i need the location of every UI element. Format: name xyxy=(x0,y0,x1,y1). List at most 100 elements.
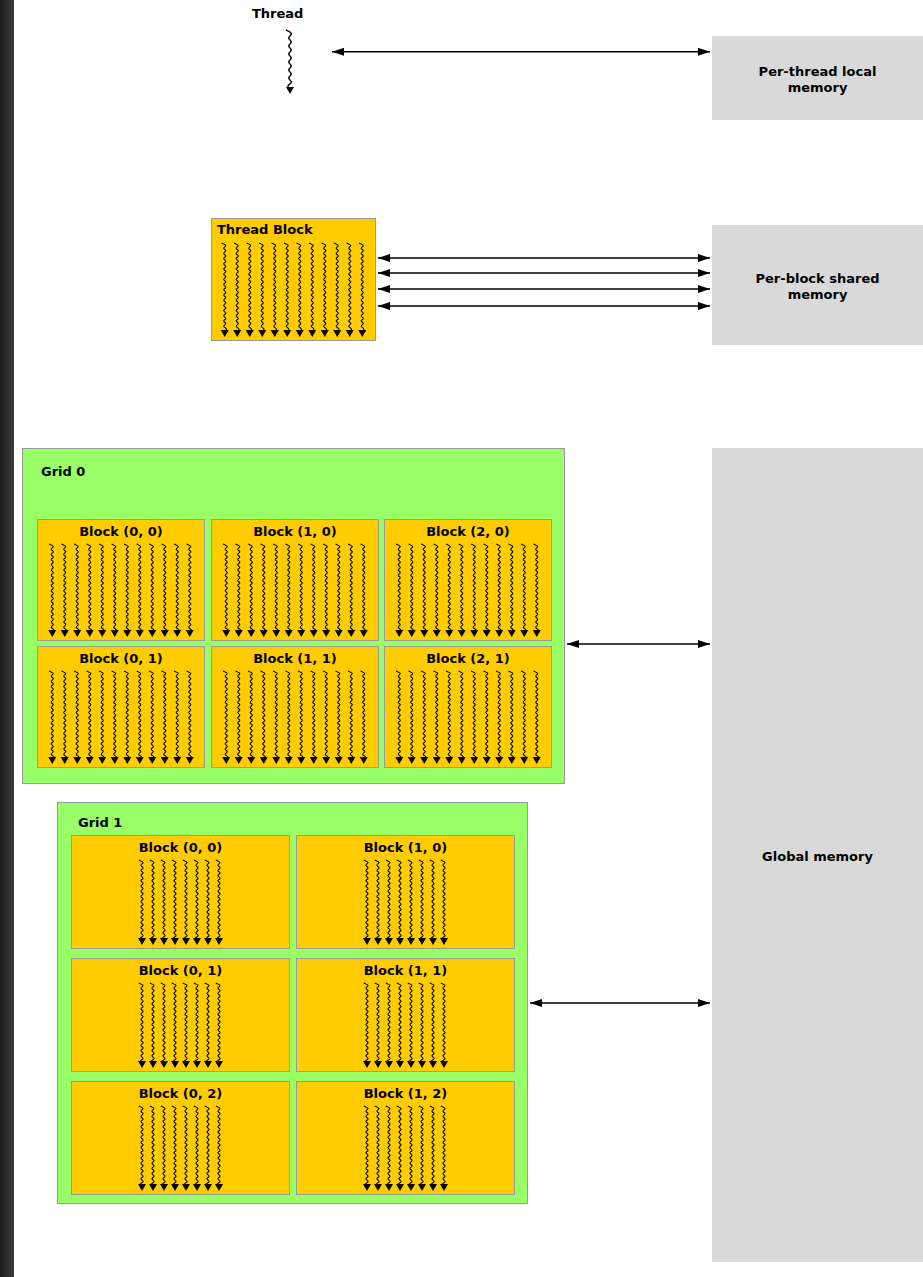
thread-arrowhead xyxy=(136,630,144,637)
thread-arrowhead xyxy=(395,630,403,637)
thread-arrowhead xyxy=(221,330,229,337)
thread-squiggle xyxy=(323,671,328,759)
thread-squiggle xyxy=(216,983,220,1063)
thread-squiggle xyxy=(150,1106,154,1186)
thread-squiggle xyxy=(194,1106,198,1186)
thread-arrowhead xyxy=(407,1061,415,1068)
thread-arrowhead xyxy=(374,938,382,945)
thread-arrowhead xyxy=(385,1184,393,1191)
thread-squiggle xyxy=(364,1106,368,1186)
thread-squiggle xyxy=(172,983,176,1063)
thread-arrowhead xyxy=(445,630,453,637)
thread-arrowhead xyxy=(495,757,503,764)
thread-squiggle xyxy=(459,544,464,632)
thread-squiggle xyxy=(87,671,92,759)
thread-squiggle xyxy=(446,671,451,759)
thread-arrowhead xyxy=(182,938,190,945)
thread-arrowhead xyxy=(285,757,293,764)
thread-block-box: Block (0, 2) xyxy=(71,1081,290,1195)
thread-squiggle xyxy=(309,243,314,332)
thread-arrowhead xyxy=(374,1184,382,1191)
thread-arrowhead xyxy=(161,757,169,764)
thread-squiggle xyxy=(434,671,439,759)
thread-arrowhead xyxy=(186,630,194,637)
memory-access-arrow xyxy=(332,51,710,53)
node-label: Block (2, 1) xyxy=(426,651,510,667)
thread-squiggle xyxy=(161,860,165,940)
thread-arrowhead xyxy=(333,330,341,337)
thread-squiggle xyxy=(375,1106,379,1186)
thread-arrowhead xyxy=(160,1184,168,1191)
thread-squiggle xyxy=(534,671,539,759)
thread-block-box: Block (1, 1) xyxy=(296,958,515,1072)
thread-arrowhead xyxy=(470,757,478,764)
grid-box: Block (0, 0)Block (1, 0)Block (0, 1)Bloc… xyxy=(57,802,528,1204)
thread-block-box: Block (0, 0) xyxy=(37,519,205,641)
thread-arrowhead xyxy=(215,1184,223,1191)
thread-arrowhead xyxy=(86,757,94,764)
thread-arrowhead xyxy=(123,630,131,637)
thread-squiggle xyxy=(248,671,253,759)
thread-arrowhead xyxy=(433,757,441,764)
thread-squiggle xyxy=(194,983,198,1063)
thread-squiggle xyxy=(348,544,353,632)
thread-squiggle xyxy=(137,671,142,759)
thread-arrowhead xyxy=(138,938,146,945)
node-label: Grid 1 xyxy=(78,815,122,831)
node-label: Block (0, 2) xyxy=(139,1086,223,1102)
thread-squiggle xyxy=(205,1106,209,1186)
thread-squiggle xyxy=(496,544,501,632)
thread-squiggle xyxy=(459,671,464,759)
thread-block-box: Block (2, 0) xyxy=(384,519,552,641)
thread-arrowhead xyxy=(235,630,243,637)
thread-squiggle xyxy=(521,671,526,759)
thread-squiggle xyxy=(471,671,476,759)
thread-squiggle xyxy=(112,544,117,632)
thread-arrowhead xyxy=(182,1061,190,1068)
thread-squiggle xyxy=(419,860,423,940)
thread-arrowhead xyxy=(458,630,466,637)
node-label: Thread Block xyxy=(217,222,313,238)
thread-squiggle xyxy=(311,671,316,759)
thread-arrowhead xyxy=(407,938,415,945)
thread-arrowhead xyxy=(204,1061,212,1068)
thread-squiggle xyxy=(397,1106,401,1186)
thread-arrowhead xyxy=(385,1061,393,1068)
thread-arrowhead xyxy=(322,757,330,764)
thread-arrowhead xyxy=(429,938,437,945)
thread-squiggle xyxy=(149,544,154,632)
node-label: Block (1, 1) xyxy=(364,963,448,979)
thread-squiggle xyxy=(174,544,179,632)
thread-squiggle xyxy=(421,544,426,632)
thread-arrowhead xyxy=(247,630,255,637)
thread-squiggle xyxy=(375,983,379,1063)
thread-squiggle xyxy=(408,983,412,1063)
thread-squiggle xyxy=(430,860,434,940)
thread-squiggle xyxy=(534,544,539,632)
thread-arrowhead xyxy=(346,330,354,337)
thread-arrowhead xyxy=(73,757,81,764)
thread-squiggle xyxy=(183,983,187,1063)
thread-arrowhead xyxy=(272,630,280,637)
thread-squiggle xyxy=(62,544,67,632)
thread-arrowhead xyxy=(222,757,230,764)
thread-squiggle xyxy=(298,671,303,759)
thread-arrowhead xyxy=(358,330,366,337)
thread-arrowhead xyxy=(186,757,194,764)
thread-arrowhead xyxy=(283,330,291,337)
thread-arrowhead xyxy=(322,630,330,637)
thread-arrowhead xyxy=(520,757,528,764)
thread-block-box: Block (1, 1) xyxy=(211,646,379,768)
thread-arrowhead xyxy=(48,630,56,637)
thread-block-box: Block (0, 1) xyxy=(37,646,205,768)
thread-squiggle xyxy=(336,671,341,759)
thread-arrowhead xyxy=(395,757,403,764)
thread-arrowhead xyxy=(483,630,491,637)
thread-arrowhead xyxy=(335,757,343,764)
thread-squiggle xyxy=(248,544,253,632)
thread-squiggle xyxy=(408,860,412,940)
thread-arrowhead xyxy=(148,630,156,637)
node-label: Per-thread local memory xyxy=(743,64,893,97)
thread-arrowhead xyxy=(260,757,268,764)
thread-arrowhead xyxy=(420,757,428,764)
